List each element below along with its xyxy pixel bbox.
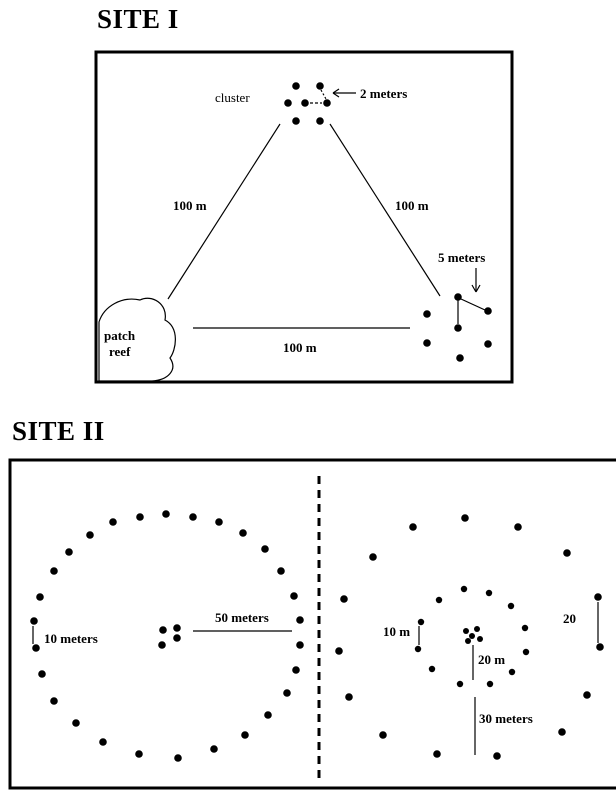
five-meter-label: 5 meters (438, 250, 485, 265)
bottom-edge-label: 100 m (283, 340, 317, 355)
right-middle-ring (414, 585, 530, 688)
site-2-title: SITE II (12, 416, 105, 446)
fifty-meters-label: 50 meters (215, 610, 269, 625)
right-edge-label: 100 m (395, 198, 429, 213)
ten-meters-label: 10 meters (44, 631, 98, 646)
reef-label-line1: patch (104, 328, 136, 343)
twenty-m-label: 20 m (478, 652, 505, 667)
top-cluster (284, 82, 331, 125)
thirty-meters-label: 30 meters (479, 711, 533, 726)
twenty-label: 20 (563, 611, 576, 626)
site-1-frame (94, 50, 514, 384)
right-outer-ring (335, 514, 604, 760)
site-2-frame (8, 458, 616, 790)
left-edge-line (167, 123, 281, 300)
reef-label-line2: reef (109, 344, 131, 359)
five-meter-line-diag (460, 298, 486, 311)
left-center-cluster (158, 624, 181, 649)
patch-reef-shape (98, 297, 176, 382)
two-meter-arrowhead (332, 88, 340, 98)
bottom-right-cluster (423, 293, 492, 362)
five-meter-arrowhead (471, 284, 481, 293)
cluster-label: cluster (215, 90, 250, 105)
site-1-title: SITE I (97, 4, 179, 34)
left-edge-label: 100 m (173, 198, 207, 213)
right-edge-line (329, 123, 441, 297)
ten-m-label: 10 m (383, 624, 410, 639)
right-center-cluster (463, 626, 483, 644)
two-meter-label: 2 meters (360, 86, 407, 101)
two-meter-dash-diag (320, 89, 327, 100)
left-outer-ring (30, 510, 304, 762)
